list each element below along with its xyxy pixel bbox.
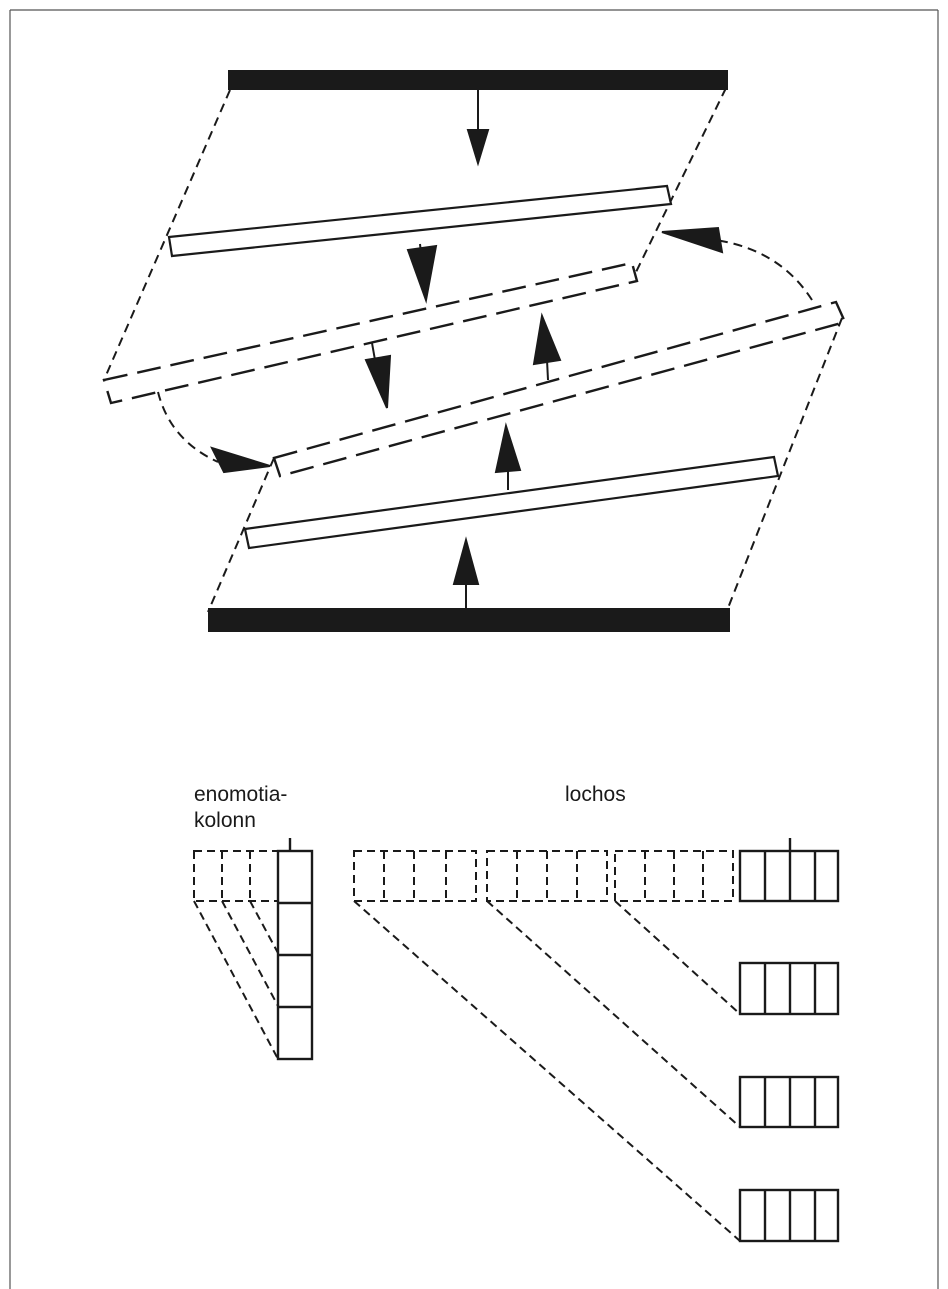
solid-bar-top xyxy=(228,70,728,90)
curved-arrow-head-icon xyxy=(661,226,724,254)
movement-arrows xyxy=(210,90,724,608)
formation-columns-diagram: enomotia- kolonn lochos xyxy=(193,783,840,1243)
lochos-solid-blocks xyxy=(738,838,840,1243)
enomotia-dashed-diagonals xyxy=(193,900,279,1060)
dashed-bar-left xyxy=(102,261,639,405)
outline-bar-lower xyxy=(243,455,780,550)
curved-arrow-head-icon xyxy=(210,446,271,474)
up-arrow-icon xyxy=(494,422,522,474)
dashed-guide-lines xyxy=(103,87,843,613)
page-frame xyxy=(9,9,939,1289)
label-enomotia-line2: kolonn xyxy=(194,809,256,832)
enomotia-column-group xyxy=(193,838,314,1061)
formation-rotation-diagram xyxy=(102,70,847,632)
up-arrow-icon xyxy=(532,312,562,366)
lochos-dashed-diagonals xyxy=(353,900,741,1242)
enomotia-solid-column xyxy=(276,838,314,1061)
enomotia-dashed-row xyxy=(193,850,279,902)
outline-bar-upper xyxy=(167,184,673,258)
down-arrow-icon xyxy=(466,129,490,167)
dashed-bar-right xyxy=(272,300,847,478)
label-enomotia-line1: enomotia- xyxy=(194,783,287,806)
down-arrow-icon xyxy=(364,354,392,409)
up-arrow-icon xyxy=(452,536,480,585)
down-arrow-icon xyxy=(406,244,438,304)
lochos-group xyxy=(353,838,840,1243)
solid-bar-bottom xyxy=(208,608,730,632)
lochos-dashed-blocks xyxy=(353,850,734,902)
label-lochos: lochos xyxy=(565,783,626,806)
